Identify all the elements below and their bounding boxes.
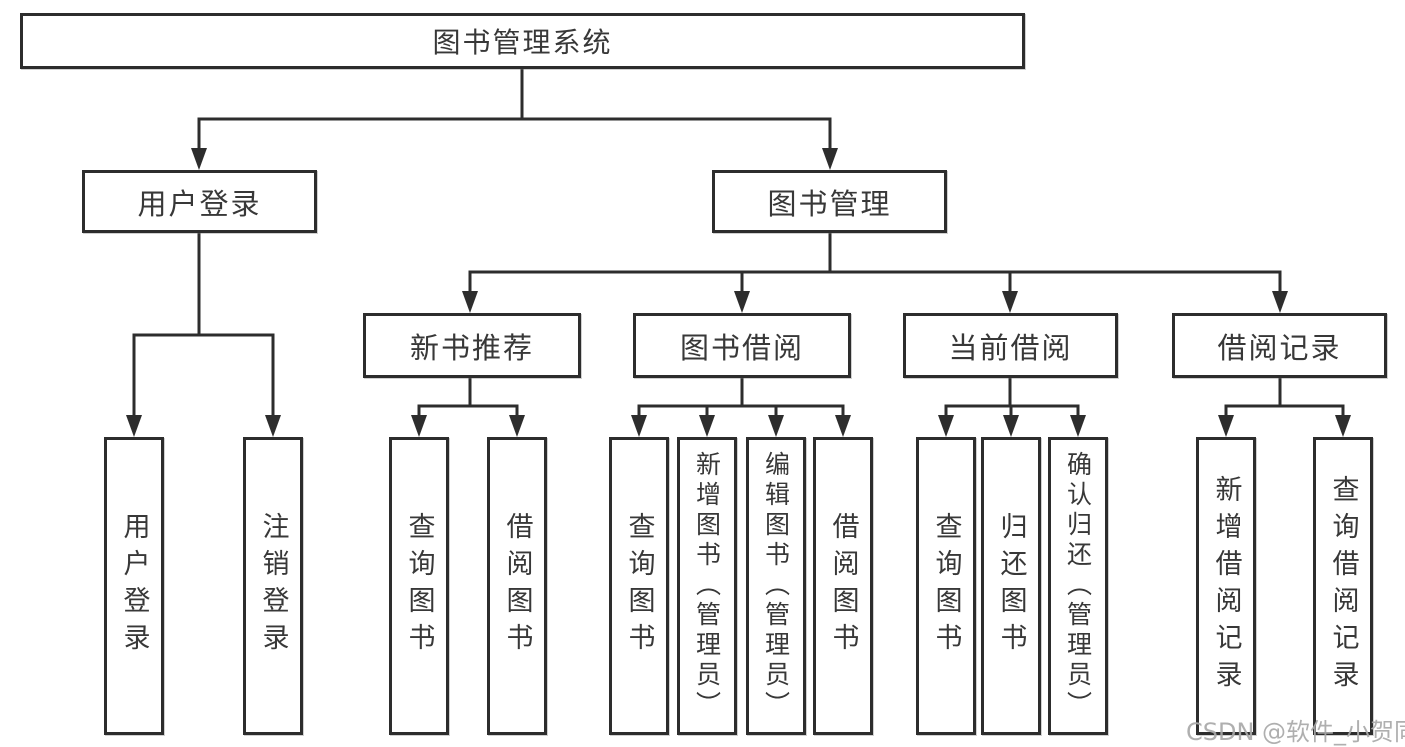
leaf-edit-books-admin: 编辑图书（管理员） [746, 437, 806, 735]
leaf-confirm-return-admin: 确认归还（管理员） [1048, 437, 1108, 735]
leaf-add-books-admin: 新增图书（管理员） [677, 437, 737, 735]
node-new-book-recommend: 新书推荐 [363, 313, 581, 378]
leaf-borrow-books-borrowing: 借阅图书 [813, 437, 873, 735]
leaf-user-login: 用户登录 [104, 437, 164, 735]
node-book-borrowing: 图书借阅 [633, 313, 851, 378]
node-current-borrowing: 当前借阅 [903, 313, 1118, 378]
leaf-query-books-recommend: 查询图书 [389, 437, 449, 735]
leaf-logout: 注销登录 [243, 437, 303, 735]
leaf-query-books-borrowing: 查询图书 [609, 437, 669, 735]
leaf-query-books-current: 查询图书 [916, 437, 976, 735]
node-user-login: 用户登录 [82, 170, 317, 233]
leaf-borrow-books-recommend: 借阅图书 [487, 437, 547, 735]
node-borrowing-records: 借阅记录 [1172, 313, 1387, 378]
node-library-system: 图书管理系统 [20, 13, 1025, 69]
leaf-query-borrow-record: 查询借阅记录 [1313, 437, 1373, 735]
watermark: CSDN @软件_小贺同学 [1186, 718, 1405, 746]
leaf-return-books: 归还图书 [981, 437, 1041, 735]
leaf-add-borrow-record: 新增借阅记录 [1196, 437, 1256, 735]
node-book-management: 图书管理 [712, 170, 947, 233]
